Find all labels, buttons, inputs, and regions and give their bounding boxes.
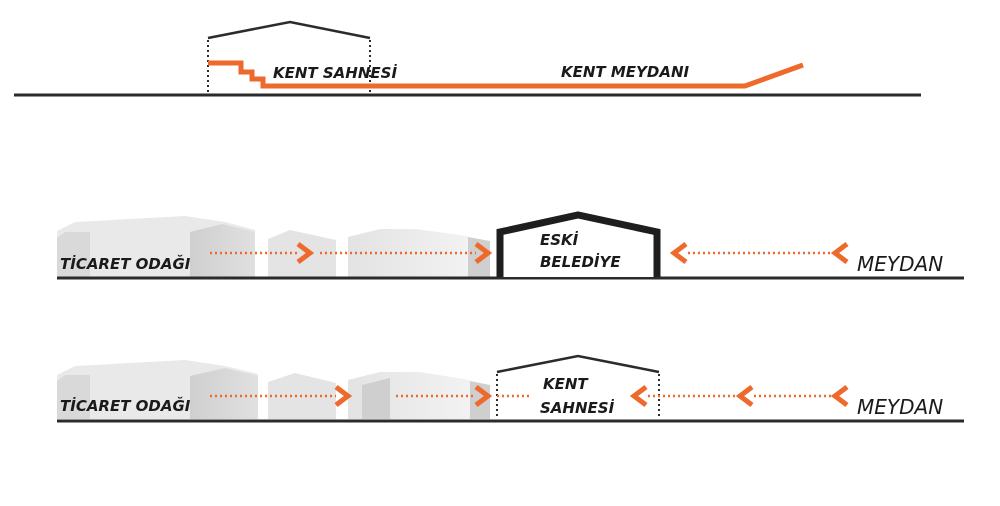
section-stage-label: KENT SAHNESİ (273, 63, 397, 82)
flow-arrow-left-icon (629, 385, 648, 407)
section-square-label: KENT MEYDANI (561, 63, 690, 81)
flow-arrow-left-icon (830, 242, 849, 264)
commerce-focus-label: TİCARET ODAĞI (60, 254, 191, 273)
flow-arrow-right-icon (334, 385, 353, 407)
square-label: MEYDAN (857, 252, 943, 276)
section-ground-profile (208, 60, 804, 89)
building-silhouette (348, 229, 468, 277)
flow-arrow-right-icon (474, 242, 493, 264)
building-silhouette (57, 232, 90, 277)
building-silhouette (190, 224, 255, 277)
flow-arrow-left-icon (830, 385, 849, 407)
old-municipality-building (496, 211, 661, 277)
flow-arrow-right-icon (474, 385, 493, 407)
plan-row-city-stage: KENT SAHNESİ TİCARET ODAĞI MEYDAN (57, 354, 964, 423)
building-silhouette (362, 378, 390, 419)
plan-row-old-municipality: ESKİ BELEDİYE TİCARET ODAĞI MEYDAN (57, 211, 964, 280)
flow-arrow-right-icon (296, 242, 315, 264)
background-buildings (57, 360, 490, 419)
flow-arrow-left-icon (669, 242, 688, 264)
building-label-line1: ESKİ (540, 230, 579, 249)
section-diagram: KENT SAHNESİ KENT MEYDANI (14, 20, 921, 97)
commerce-focus-label: TİCARET ODAĞI (60, 396, 191, 415)
building-label-line2: SAHNESİ (540, 398, 615, 417)
city-stage-roof (496, 354, 660, 374)
flow-arrow-left-icon (735, 385, 754, 407)
square-label: MEYDAN (857, 395, 943, 419)
building-silhouette (268, 230, 336, 277)
building-label-line1: KENT (543, 375, 589, 393)
building-label-line2: BELEDİYE (540, 252, 621, 271)
building-silhouette (57, 375, 90, 419)
building-silhouette (190, 368, 258, 419)
section-stage-roof (207, 20, 371, 40)
